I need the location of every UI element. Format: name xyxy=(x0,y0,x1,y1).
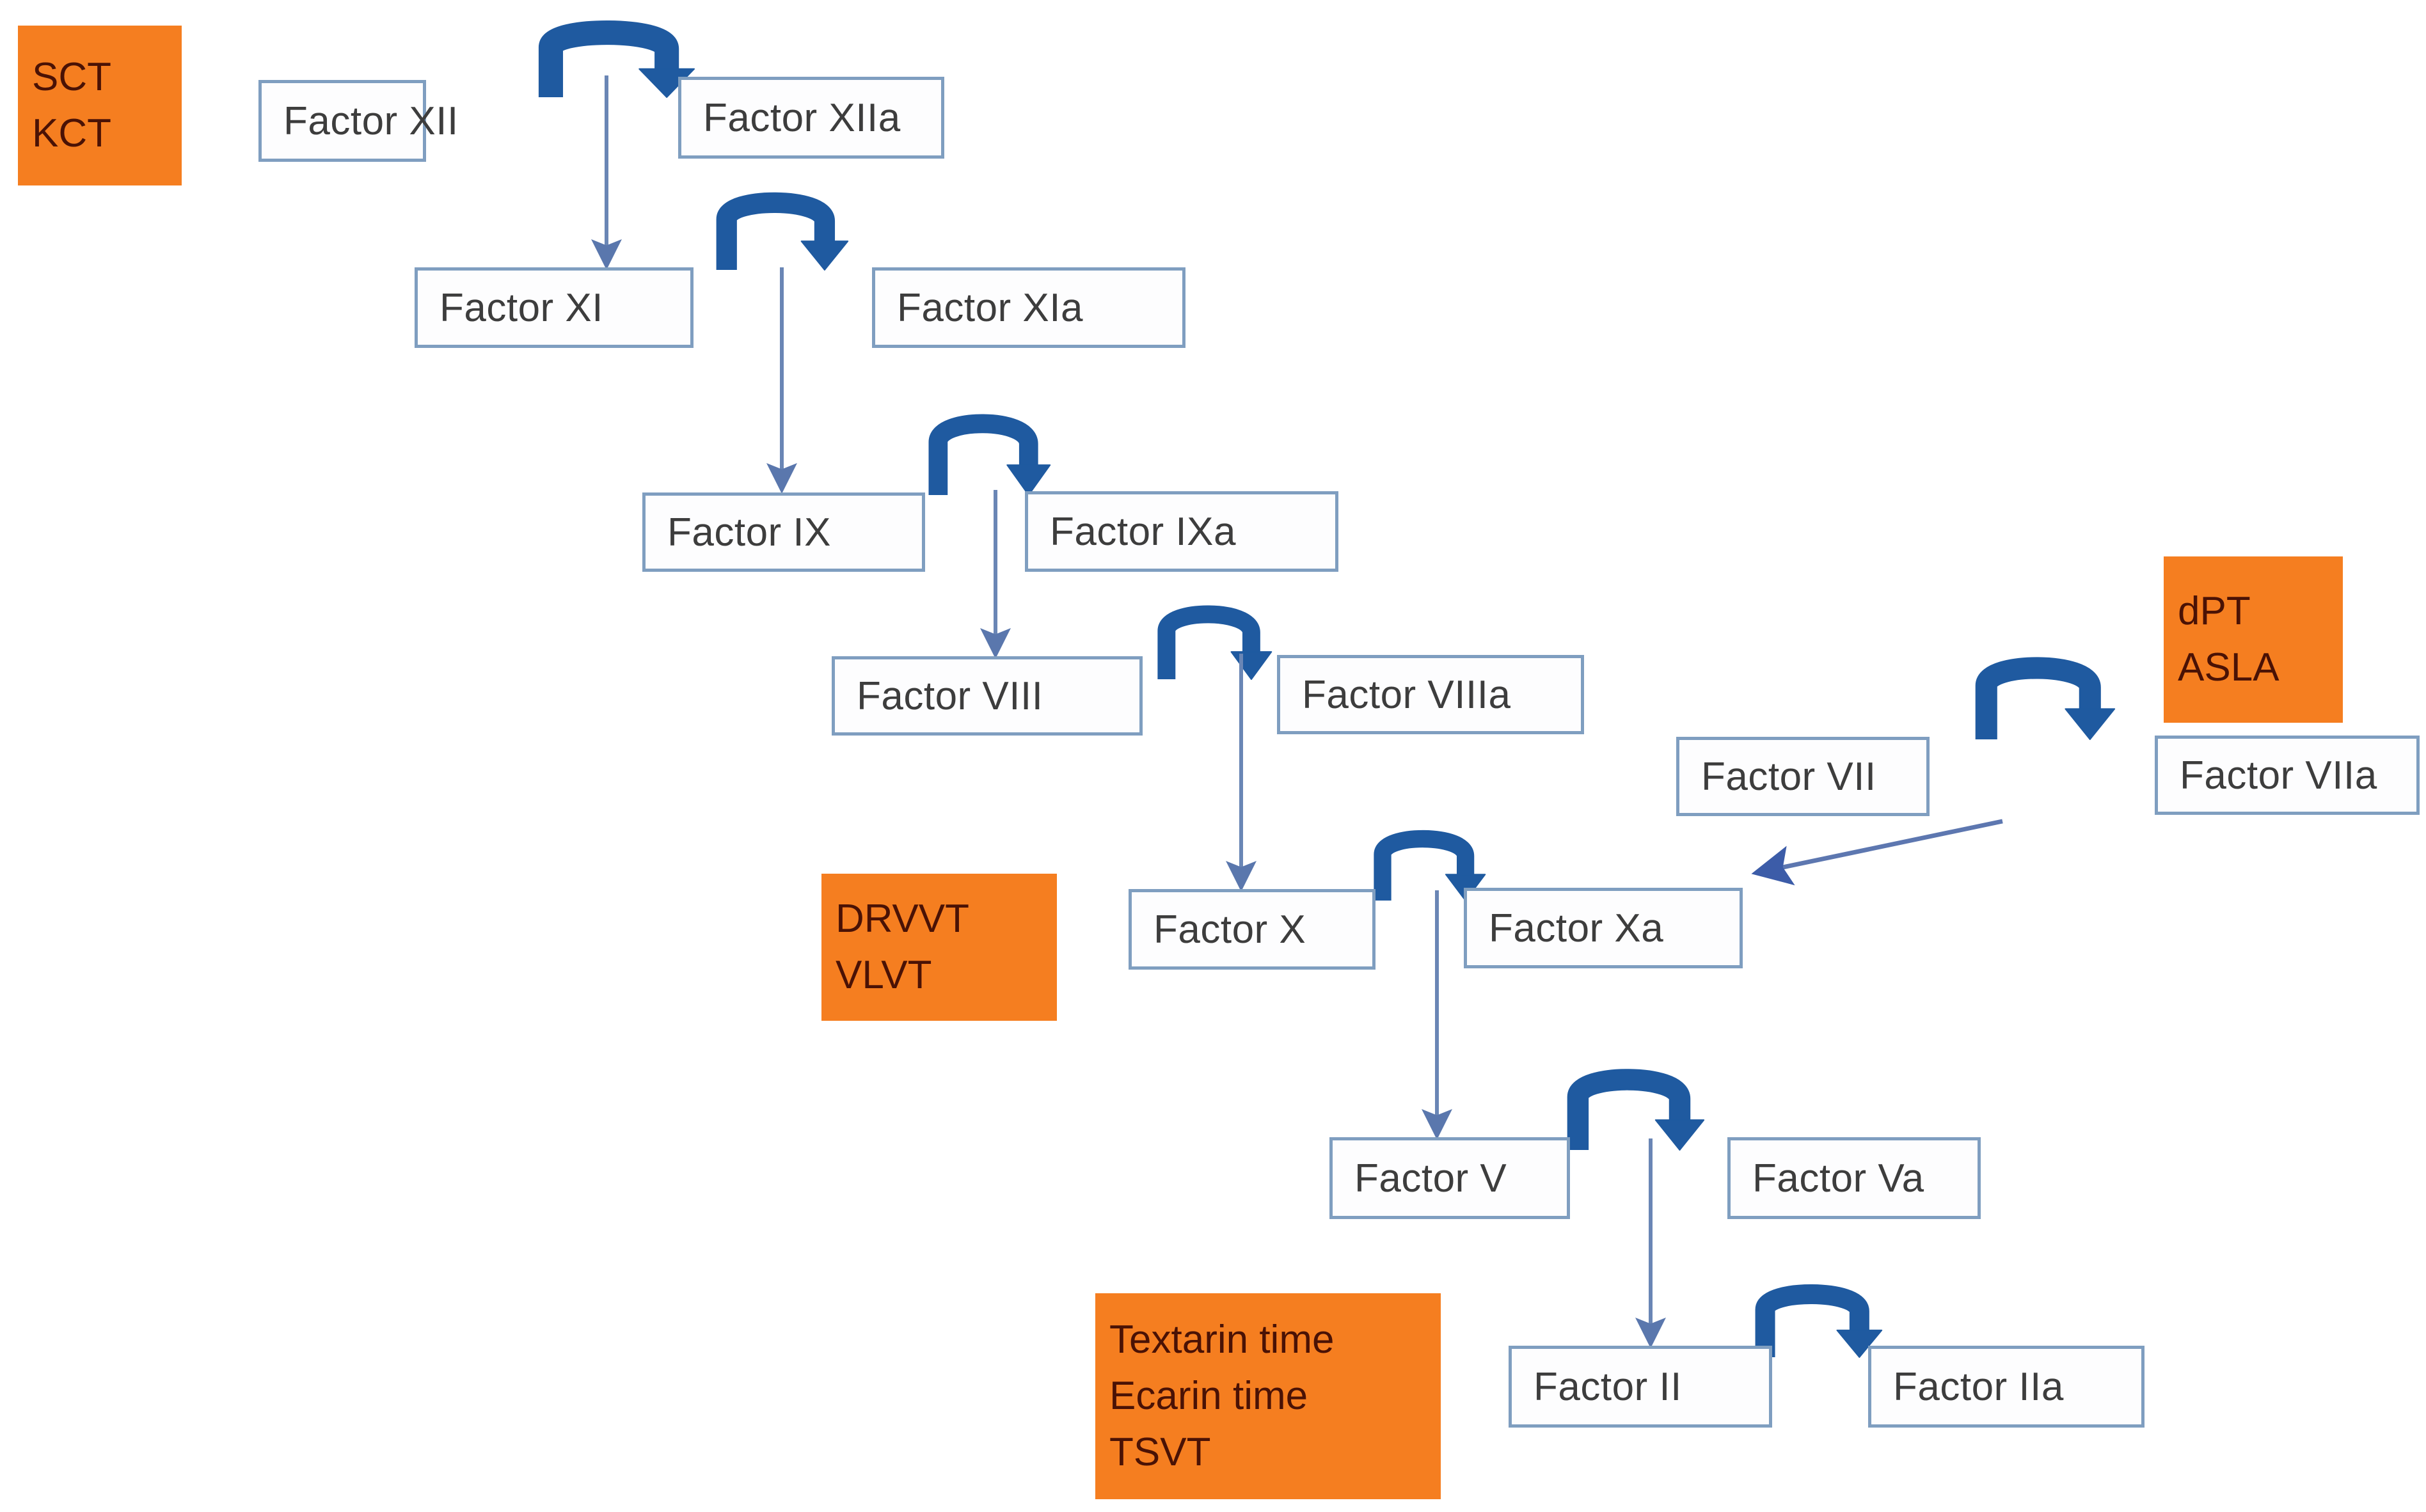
curved-arrow-body xyxy=(1567,1069,1691,1150)
assay-line: dPT xyxy=(2178,588,2251,633)
assay-label-a-dpt: dPT ASLA xyxy=(2164,556,2343,723)
assay-line: SCT xyxy=(32,54,111,99)
assay-line: Textarin time xyxy=(1109,1317,1335,1362)
diagonal-arrow-d-7a-10a xyxy=(1751,819,2003,886)
curved-arrow-body xyxy=(928,414,1038,495)
curved-arrow-body xyxy=(1157,605,1260,679)
factor-box-f2a: Factor IIa xyxy=(1868,1346,2145,1428)
curved-arrow-head xyxy=(2065,708,2116,740)
curved-arrow-c-9 xyxy=(928,414,1051,496)
curved-arrow-c-11 xyxy=(716,192,849,271)
factor-box-f11a: Factor XIa xyxy=(872,267,1185,348)
curved-arrow-c-8 xyxy=(1157,605,1272,680)
factor-box-f12a: Factor XIIa xyxy=(678,77,944,159)
factor-box-f7a: Factor VIIa xyxy=(2155,736,2420,815)
factor-box-f9: Factor IX xyxy=(642,492,925,572)
factor-box-f5a: Factor Va xyxy=(1727,1137,1981,1219)
factor-box-f10a: Factor Xa xyxy=(1464,888,1743,968)
assay-line: Ecarin time xyxy=(1109,1373,1308,1418)
assay-line: DRVVT xyxy=(836,896,970,941)
factor-box-f8: Factor VIII xyxy=(832,656,1143,736)
assay-line: VLVT xyxy=(836,953,932,997)
factor-box-f8a: Factor VIIIa xyxy=(1277,655,1584,734)
curved-arrow-head xyxy=(800,240,849,271)
assay-label-a-sct: SCT KCT xyxy=(18,26,182,185)
factor-box-f7: Factor VII xyxy=(1676,737,1930,816)
curved-arrow-head xyxy=(1230,651,1272,680)
curved-arrow-body xyxy=(538,20,679,97)
curved-arrow-c-5 xyxy=(1567,1069,1705,1151)
curved-arrow-head xyxy=(1654,1119,1705,1151)
curved-arrow-body xyxy=(1755,1284,1869,1357)
curved-arrow-head xyxy=(1006,464,1051,496)
assay-line: TSVT xyxy=(1109,1430,1211,1475)
factor-box-f10: Factor X xyxy=(1129,889,1376,970)
factor-box-f5: Factor V xyxy=(1329,1137,1570,1219)
curved-arrow-body xyxy=(716,192,836,270)
curved-arrow-c-2 xyxy=(1755,1284,1883,1358)
assay-line: ASLA xyxy=(2178,645,2279,689)
factor-box-f11: Factor XI xyxy=(415,267,694,348)
diagonal-arrow-group xyxy=(1751,819,2003,886)
curved-arrow-body xyxy=(1374,830,1475,901)
factor-box-f12: Factor XII xyxy=(258,80,458,162)
factor-box-f9a: Factor IXa xyxy=(1025,491,1338,572)
assay-label-a-drvvt: DRVVT VLVT xyxy=(821,874,1057,1021)
curved-arrow-c-7 xyxy=(1975,657,2116,740)
factor-box-f2: Factor II xyxy=(1509,1346,1772,1428)
assay-line: KCT xyxy=(32,111,111,155)
curved-arrow-c-12 xyxy=(538,20,695,98)
curved-arrow-body xyxy=(1975,657,2101,739)
